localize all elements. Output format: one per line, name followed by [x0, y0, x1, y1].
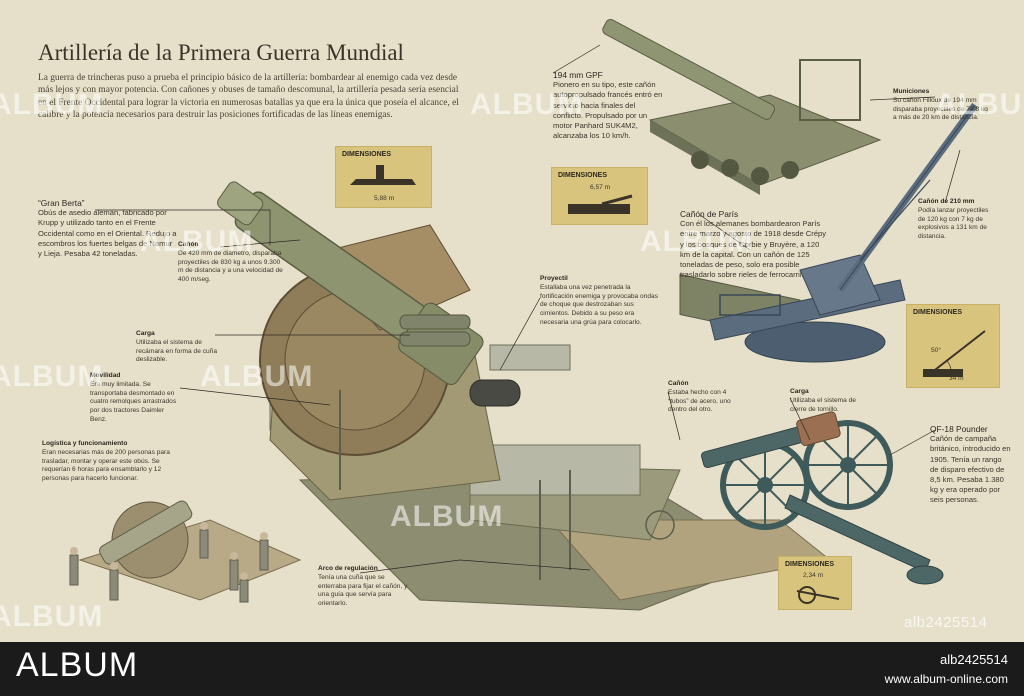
paris-caption: Cañón de París Con él los alemanes bomba… — [680, 209, 830, 280]
gpf-text: Pionero en su tipo, este cañón autopropu… — [553, 80, 663, 141]
paris-dimensions-title: DIMENSIONES — [913, 309, 963, 316]
paris-dimensions-angle: 50° — [931, 347, 941, 354]
qf18-silhouette — [796, 586, 840, 604]
gran-berta-caption: “Gran Berta” Obús de asedio alemán, fabr… — [38, 198, 178, 259]
crew-illustration — [69, 500, 302, 603]
paris-gun-illustration — [709, 102, 978, 363]
gran-berta-canon-heading: Cañón — [178, 241, 199, 248]
infographic-canvas: Artillería de la Primera Guerra Mundial … — [0, 0, 1024, 642]
gran-berta-logistica-label: Logística y funcionamiento Eran necesari… — [42, 440, 182, 484]
gran-berta-movilidad-heading: Movilidad — [90, 372, 121, 379]
watermark: ALBUM — [935, 88, 1024, 121]
footer-image-code: alb2425514 — [940, 652, 1008, 667]
gran-berta-dimensions-value: 5,88 m — [374, 195, 395, 202]
intro-text: La guerra de trincheras puso a prueba el… — [38, 73, 459, 121]
qf18-carga-heading: Carga — [790, 388, 809, 395]
gpf-caption: 194 mm GPF Pionero en su tipo, este cañó… — [553, 70, 663, 141]
footer-site-link[interactable]: www.album-online.com — [884, 672, 1008, 686]
gran-berta-proyectil-text: Estallaba una vez penetrada la fortifica… — [540, 283, 659, 326]
paris-silhouette — [923, 330, 986, 377]
watermark: ALBUM — [0, 88, 104, 121]
gran-berta-proyectil-label: Proyectil Estallaba una vez penetrada la… — [540, 275, 660, 328]
qf18-caption: QF-18 Pounder Cañón de campaña británico… — [930, 424, 1012, 506]
qf18-heading: QF-18 Pounder — [930, 424, 988, 434]
watermark: ALBUM — [200, 360, 314, 393]
page-title: Artillería de la Primera Guerra Mundial — [38, 40, 404, 65]
watermark: ALBUM — [140, 225, 254, 258]
paris-canon-text: Podía lanzar proyectiles de 120 kg con 7… — [918, 206, 989, 241]
gran-berta-carga-label: Carga Utilizaba el sistema de recámara e… — [136, 330, 222, 365]
gran-berta-dimensions-title: DIMENSIONES — [342, 151, 392, 158]
qf18-dimensions-value: 2,34 m — [803, 572, 824, 579]
watermark: ALBUM — [0, 600, 104, 633]
gran-berta-arco-label: Arco de regulación Tenía una cuña que se… — [318, 565, 414, 609]
qf18-canon-heading: Cañón — [668, 380, 689, 387]
image-code-watermark: alb2425514 — [904, 614, 988, 631]
qf18-text: Cañón de campaña británico, introducido … — [930, 434, 1011, 505]
gran-berta-silhouette — [350, 165, 416, 185]
gran-berta-arco-heading: Arco de regulación — [318, 565, 378, 572]
paris-canon-label: Cañón de 210 mm Podía lanzar proyectiles… — [918, 198, 996, 242]
gran-berta-arco-text: Tenía una cuña que se enterraba para fij… — [318, 573, 408, 608]
gpf-heading: 194 mm GPF — [553, 70, 603, 80]
qf18-dimensions-title: DIMENSIONES — [785, 561, 835, 568]
qf18-carga-label: Carga Utilizaba el sistema de cierre de … — [790, 388, 870, 414]
gpf-dimensions-box: DIMENSIONES 6,57 m — [551, 167, 648, 225]
paris-canon-heading: Cañón de 210 mm — [918, 198, 975, 205]
qf18-carga-text: Utilizaba el sistema de cierre de tornil… — [790, 396, 856, 413]
illustrations — [69, 19, 978, 611]
gran-berta-movilidad-text: Era muy limitada. Se transportaba desmon… — [90, 380, 177, 423]
watermark: ALBUM — [640, 225, 754, 258]
footer-brand-logo[interactable]: ALBUM — [16, 646, 139, 684]
gran-berta-carga-heading: Carga — [136, 330, 155, 337]
gran-berta-canon-text: De 420 mm de diámetro, disparaba proyect… — [178, 249, 283, 284]
qf18-dimensions-box: DIMENSIONES 2,34 m — [778, 556, 852, 610]
gran-berta-illustration — [217, 181, 832, 611]
gpf-municiones-text: Su cañón Filloux de 194 mm disparaba pro… — [893, 96, 988, 122]
gran-berta-movilidad-label: Movilidad Era muy limitada. Se transport… — [90, 372, 182, 425]
qf18-canon-text: Estaba hecho con 4 “tubos” de acero, uno… — [668, 388, 731, 414]
paris-text: Con él los alemanes bombardearon París e… — [680, 219, 827, 280]
watermark: ALBUM — [0, 360, 104, 393]
gran-berta-dimensions-box: DIMENSIONES 5,88 m — [335, 146, 432, 208]
paris-heading: Cañón de París — [680, 209, 739, 219]
gran-berta-heading: “Gran Berta” — [38, 198, 85, 208]
gran-berta-logistica-text: Eran necesarias más de 200 personas para… — [42, 448, 170, 483]
gran-berta-canon-label: Cañón De 420 mm de diámetro, disparaba p… — [178, 241, 286, 285]
watermark: ALBUM — [470, 88, 584, 121]
paris-dimensions-value: 34 m — [949, 375, 964, 382]
gran-berta-carga-text: Utilizaba el sistema de recámara en form… — [136, 338, 217, 364]
gpf-municiones-label: Municiones Su cañón Filloux de 194 mm di… — [893, 88, 988, 123]
gpf-municiones-heading: Municiones — [893, 88, 930, 95]
qf18-canon-label: Cañón Estaba hecho con 4 “tubos” de acer… — [668, 380, 748, 415]
paris-dimensions-box: DIMENSIONES 50° 34 m — [906, 304, 1000, 388]
footer-bar: ALBUM alb2425514 www.album-online.com — [0, 642, 1024, 696]
gran-berta-proyectil-heading: Proyectil — [540, 275, 568, 282]
gpf-dimensions-title: DIMENSIONES — [558, 172, 608, 179]
leader-lines — [95, 44, 961, 574]
gran-berta-logistica-heading: Logística y funcionamiento — [42, 440, 128, 447]
gpf-silhouette — [568, 194, 633, 214]
watermark: ALBUM — [390, 500, 504, 533]
gran-berta-text: Obús de asedio alemán, fabricado por Kru… — [38, 208, 177, 259]
qf18-illustration — [701, 411, 944, 585]
gpf-dimensions-value: 6,57 m — [590, 184, 611, 191]
